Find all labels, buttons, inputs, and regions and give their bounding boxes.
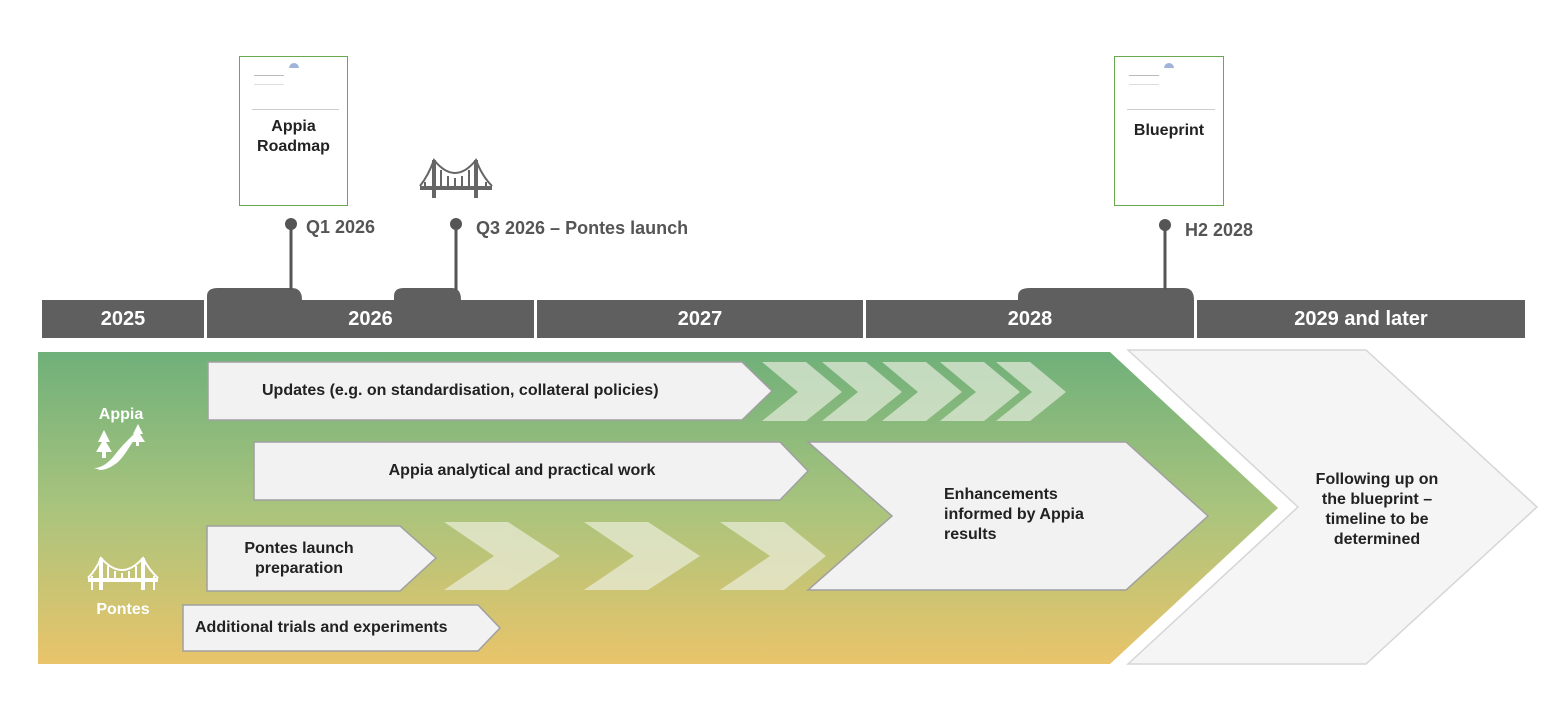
enhancements-label-line1: Enhancements [944, 486, 1058, 503]
pontes-prep-label-line2: preparation [254, 560, 343, 577]
updates-arrow [207, 361, 774, 421]
enhancements-label-line2: informed by Appia [944, 506, 1084, 523]
pontes-prep-arrow [206, 525, 438, 592]
year-segment-2029 [1197, 300, 1525, 338]
year-label-2028: 2028 [1007, 308, 1053, 330]
pin-q3 [450, 218, 462, 230]
pin-h2 [1159, 219, 1171, 231]
year-segment-2026 [207, 300, 534, 338]
pontes-prep-label: Pontes launch preparation [214, 539, 384, 579]
road-trees-icon [94, 424, 145, 470]
progress-chevrons-appia [762, 362, 1066, 421]
enhancements-label: Enhancements informed by Appia results [944, 485, 1134, 545]
future-chevron [1126, 349, 1539, 665]
blueprint-document-icon: Blueprint [1114, 56, 1224, 206]
pontes-bridge-icon [87, 556, 159, 590]
enhancements-label-line3: results [944, 526, 997, 543]
enhancements-chevron [806, 441, 1210, 591]
followup-label-line2: the blueprint – [1321, 491, 1433, 508]
year-segment-2028 [866, 300, 1194, 338]
milestone-tab-q1 [207, 288, 302, 300]
progress-chevrons-pontes [444, 522, 826, 590]
milestone-pins [285, 218, 1171, 290]
analytical-label: Appia analytical and practical work [388, 462, 656, 479]
appia-roadmap-document-icon: Appia Roadmap [239, 56, 348, 206]
pontes-prep-label-line1: Pontes launch [244, 540, 354, 557]
year-label-2027: 2027 [677, 308, 723, 330]
year-label-2026: 2026 [348, 308, 393, 330]
pontes-side-label: Pontes [96, 601, 150, 618]
updates-label: Updates (e.g. on standardisation, collat… [262, 382, 659, 399]
milestone-tab-q3 [394, 288, 461, 300]
year-segment-2027 [537, 300, 863, 338]
year-segment-2025 [42, 300, 204, 338]
followup-label-line1: Following up on [1315, 471, 1439, 488]
appia-side-label: Appia [98, 406, 144, 423]
analytical-arrow [253, 441, 810, 501]
followup-label: Following up on the blueprint – timeline… [1302, 470, 1452, 550]
followup-label-line3: timeline to be [1325, 511, 1429, 528]
trials-arrow [182, 604, 502, 652]
pin-q1 [285, 218, 297, 230]
timeline-bar [42, 288, 1525, 338]
year-label-2025: 2025 [100, 308, 146, 330]
blueprint-title: Blueprint [1133, 122, 1205, 139]
appia-roadmap-title: Appia Roadmap [257, 118, 330, 155]
bridge-icon [419, 158, 493, 198]
milestone-h2-label: H2 2028 [1185, 220, 1254, 240]
followup-label-line4: determined [1333, 531, 1421, 548]
trials-label: Additional trials and experiments [195, 619, 448, 636]
milestone-q3-label: Q3 2026 – Pontes launch [476, 218, 689, 238]
milestone-q1-label: Q1 2026 [306, 217, 376, 237]
milestone-tab-h2 [1018, 288, 1194, 300]
year-label-2029: 2029 and later [1294, 308, 1428, 330]
